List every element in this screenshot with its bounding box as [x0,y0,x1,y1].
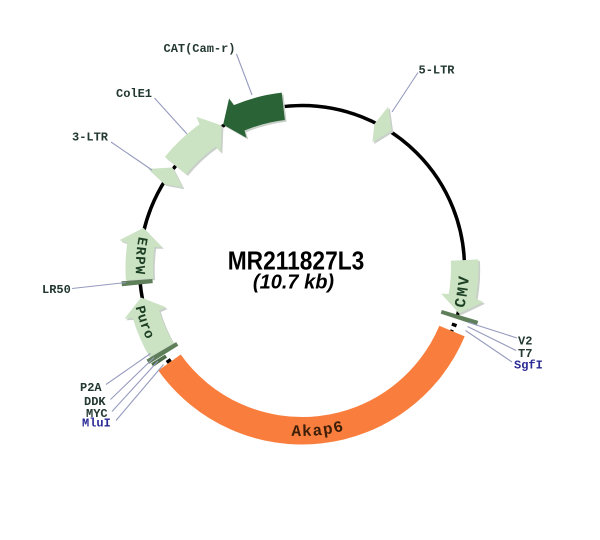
svg-text:3-LTR: 3-LTR [72,131,109,145]
svg-text:MluI: MluI [82,417,111,431]
svg-text:DDK: DDK [84,395,106,409]
svg-text:SgfI: SgfI [514,359,543,373]
svg-text:CAT(Cam-r): CAT(Cam-r) [164,42,236,56]
svg-text:T7: T7 [518,347,532,361]
svg-text:C: C [451,297,471,310]
svg-text:ColE1: ColE1 [116,87,152,101]
svg-text:(10.7 kb): (10.7 kb) [253,272,334,294]
svg-text:6: 6 [332,418,345,438]
svg-text:MYC: MYC [86,407,108,421]
svg-text:M: M [454,286,473,298]
svg-text:V2: V2 [518,335,532,349]
svg-text:E: E [132,236,149,247]
svg-text:A: A [291,423,302,441]
svg-text:V: V [455,275,474,286]
svg-text:P: P [131,304,149,316]
svg-text:LR50: LR50 [42,283,71,297]
svg-text:MR211827L3: MR211827L3 [228,248,365,276]
svg-text:R: R [131,246,148,257]
svg-text:p: p [322,420,334,439]
svg-text:k: k [302,423,313,441]
svg-text:a: a [312,422,324,441]
svg-text:P2A: P2A [80,381,102,395]
svg-text:P: P [131,256,147,265]
svg-text:W: W [131,266,147,275]
svg-text:5-LTR: 5-LTR [419,64,456,78]
